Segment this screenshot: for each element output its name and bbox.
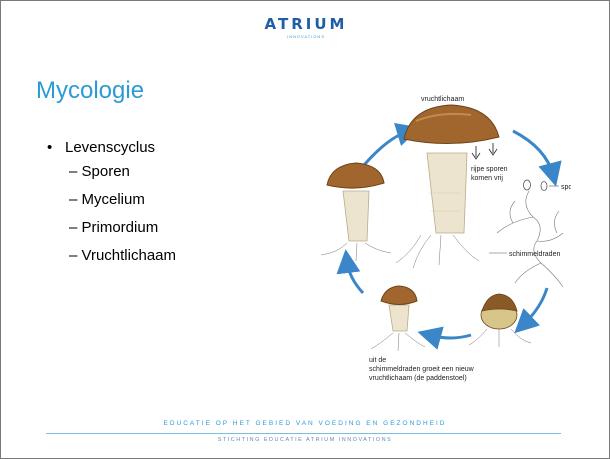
- slide-title: Mycologie: [36, 77, 144, 105]
- mushroom-lifecycle-diagram: vruchtlichaam rijpe sporen komen vrij sp…: [301, 93, 571, 385]
- footer-organization: STICHTING EDUCATIE ATRIUM INNOVATIONS: [1, 437, 609, 443]
- subbullet-vruchtlichaam: – Vruchtlichaam: [69, 248, 176, 263]
- cycle-arrow-right: [513, 131, 553, 175]
- logo-subtitle: INNOVATIONS: [251, 34, 361, 39]
- logo-word: ATRIUM: [251, 15, 361, 33]
- cycle-arrow-left: [347, 261, 363, 293]
- subbullet-list: – Sporen – Mycelium – Primordium – Vruch…: [69, 164, 176, 263]
- atrium-logo: ATRIUM INNOVATIONS: [251, 15, 361, 39]
- footer-divider: [46, 433, 561, 434]
- label-schimmeldraden: schimmeldraden: [509, 251, 560, 258]
- bullet-list: • Levenscyclus – Sporen – Mycelium – Pri…: [47, 140, 176, 276]
- mature-mushroom: [396, 105, 499, 268]
- primordium-bottom-right: [469, 294, 531, 347]
- subbullet-sporen: – Sporen: [69, 164, 176, 179]
- bullet-text: Levenscyclus: [65, 140, 155, 155]
- spore-drop-arrows: [472, 143, 497, 159]
- bullet-item: • Levenscyclus: [47, 140, 176, 155]
- label-vruchtlichaam: vruchtlichaam: [421, 96, 464, 103]
- footer-tagline: EDUCATIE OP HET GEBIED VAN VOEDING EN GE…: [1, 420, 609, 427]
- label-uit-de: uit de: [369, 357, 386, 364]
- subbullet-text: Mycelium: [82, 191, 145, 208]
- subbullet-text: Sporen: [82, 163, 130, 180]
- label-komen-vrij: komen vrij: [471, 175, 503, 182]
- spores-group: [524, 180, 560, 191]
- label-schimmeldraden-groeit: schimmeldraden groeit een nieuw: [369, 366, 475, 373]
- subbullet-mycelium: – Mycelium: [69, 192, 176, 207]
- subbullet-text: Primordium: [82, 219, 159, 236]
- cycle-arrow-bottom: [429, 335, 471, 338]
- subbullet-text: Vruchtlichaam: [82, 247, 176, 264]
- young-mushroom-left: [321, 163, 391, 261]
- subbullet-primordium: – Primordium: [69, 220, 176, 235]
- label-rijpe-sporen: rijpe sporen: [471, 166, 508, 173]
- hyphae: [497, 191, 563, 287]
- label-vruchtlichaam-paddenstoel: vruchtlichaam (de paddenstoel): [369, 375, 467, 382]
- cycle-arrow-bottom-right: [523, 288, 547, 325]
- bullet-dot-icon: •: [47, 140, 65, 155]
- young-mushroom-bottom: [371, 286, 425, 351]
- label-spore: spore: [561, 184, 571, 191]
